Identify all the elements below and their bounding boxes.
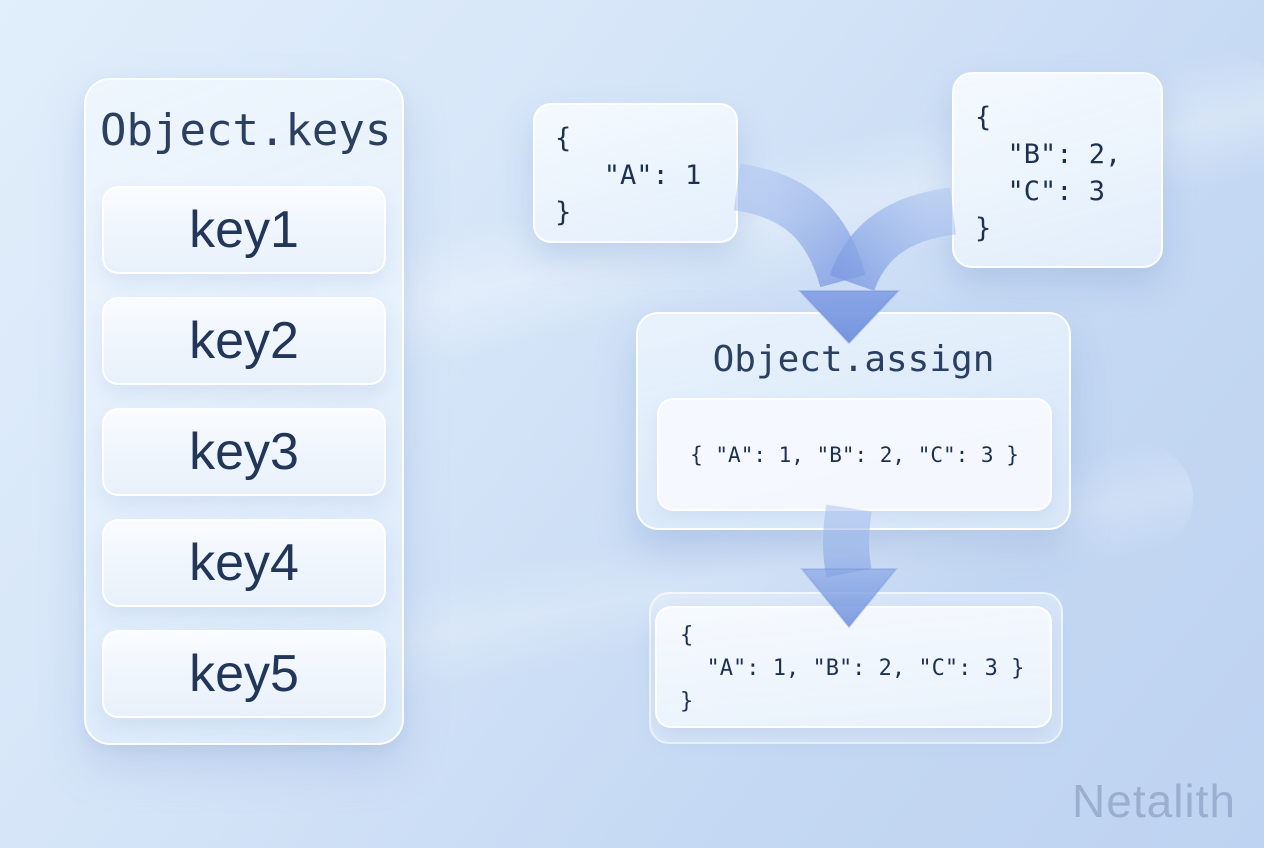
object-assign-card: Object.assign { "A": 1, "B": 2, "C": 3 }: [636, 312, 1071, 530]
object-assign-code: { "A": 1, "B": 2, "C": 3 }: [690, 442, 1019, 467]
key-item-2: key2: [102, 297, 386, 385]
key-item-label: key2: [189, 312, 299, 370]
key-item-label: key3: [189, 423, 299, 481]
watermark: Netalith: [1072, 775, 1236, 827]
key-item-5: key5: [102, 630, 386, 718]
source-object-a-code: { "A": 1 }: [555, 123, 702, 228]
source-object-b-code: { "B": 2, "C": 3 }: [975, 102, 1122, 244]
key-item-label: key1: [189, 201, 299, 259]
key-item-label: key5: [189, 645, 299, 703]
source-object-a-card: { "A": 1 }: [533, 103, 738, 243]
key-item-3: key3: [102, 408, 386, 496]
object-keys-panel: Object.keys key1 key2 key3 key4 key5: [84, 78, 404, 745]
result-code: { "A": 1, "B": 2, "C": 3 } }: [680, 623, 1025, 714]
object-assign-title: Object.assign: [712, 339, 995, 380]
result-card: { "A": 1, "B": 2, "C": 3 } }: [655, 606, 1052, 728]
key-item-label: key4: [189, 534, 299, 592]
key-item-1: key1: [102, 186, 386, 274]
key-item-4: key4: [102, 519, 386, 607]
object-assign-result-field: { "A": 1, "B": 2, "C": 3 }: [657, 398, 1052, 511]
key-list: key1 key2 key3 key4 key5: [100, 186, 388, 718]
object-keys-title: Object.keys: [100, 105, 392, 156]
source-object-b-card: { "B": 2, "C": 3 }: [952, 72, 1163, 268]
